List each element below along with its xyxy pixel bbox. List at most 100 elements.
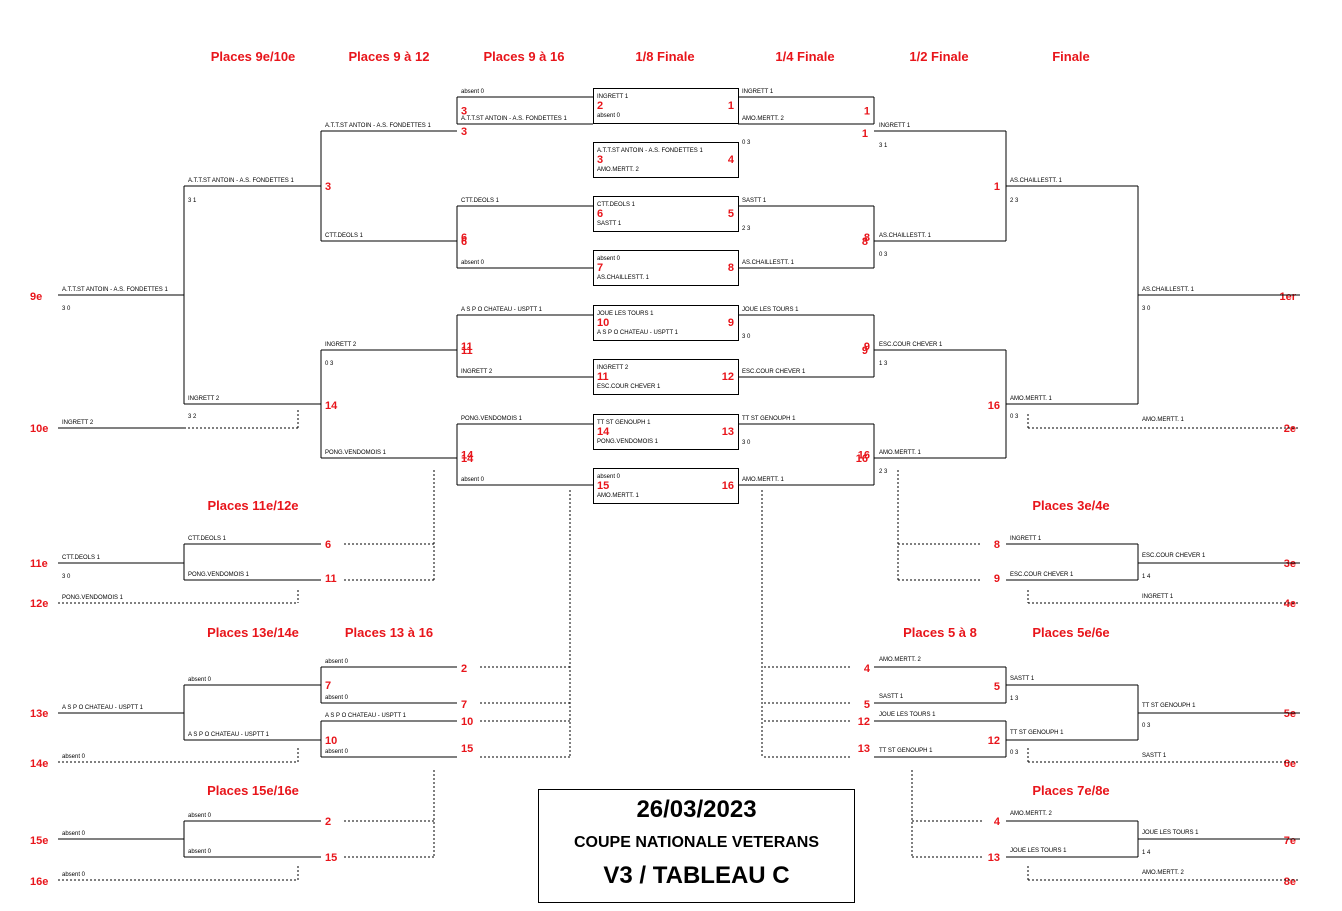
team-label-234: 2 3 (879, 469, 888, 475)
round-header-13: Places 5e/6e (1032, 625, 1109, 640)
team-label-305: JOUE LES TOURS 1 (1010, 848, 1067, 854)
seed-number-26: 4e (1284, 598, 1296, 610)
seed-number-21: 15e (30, 835, 48, 847)
seed-number-149: 7 (461, 699, 467, 711)
team-label-254: INGRETT 1 (1010, 536, 1042, 542)
seed-number-282: 12 (988, 735, 1000, 747)
team-label-80: CTT.DEOLS 1 (461, 198, 500, 204)
seed-number-274: 5 (994, 681, 1000, 693)
team-label-43: SASTT 1 (597, 221, 622, 227)
team-label-117: INGRETT 2 (188, 396, 220, 402)
team-label-247: 3 0 (1142, 306, 1151, 312)
team-label-121: A.T.T.ST ANTOIN - A.S. FONDETTES 1 (62, 287, 168, 293)
seed-number-22: 16e (30, 876, 48, 888)
team-label-57: INGRETT 2 (597, 365, 629, 371)
round-header-7: Places 11e/12e (207, 498, 298, 513)
seed-number-148: 2 (461, 663, 467, 675)
seed-number-35: 1 (728, 100, 734, 112)
team-label-199: AS.CHAILLESTT. 1 (742, 260, 795, 266)
match-box-36 (593, 142, 739, 178)
seed-number-44: 6 (597, 208, 603, 220)
seed-number-281: 13 (858, 743, 870, 755)
table-name: V3 / TABLEAU C (603, 862, 790, 889)
team-label-185: absent 0 (62, 831, 86, 837)
seed-number-19: 13e (30, 708, 48, 720)
seed-number-307: 13 (988, 852, 1000, 864)
seed-number-23: 1er (1279, 291, 1296, 303)
round-header-5: 1/2 Finale (909, 49, 968, 64)
seed-number-237: 16 (988, 400, 1000, 412)
seed-number-16: 10e (30, 423, 48, 435)
team-label-173: absent 0 (62, 754, 86, 760)
seed-number-111: 14 (461, 453, 474, 465)
team-label-92: PONG.VENDOMOIS 1 (461, 416, 523, 422)
team-label-193: AMO.MERTT. 2 (742, 116, 785, 122)
team-label-271: SASTT 1 (879, 694, 904, 700)
seed-number-206: 9 (864, 341, 870, 353)
team-label-86: A S P O CHATEAU - USPTT 1 (461, 307, 543, 313)
team-label-217: 3 0 (742, 440, 751, 446)
team-label-192: INGRETT 1 (742, 89, 774, 95)
seed-number-212: 16 (858, 450, 870, 462)
team-label-165: absent 0 (188, 677, 212, 683)
team-label-231: ESC.COUR CHEVER 1 (879, 342, 943, 348)
team-label-204: JOUE LES TOURS 1 (742, 307, 799, 313)
team-label-153: A S P O CHATEAU - USPTT 1 (325, 713, 407, 719)
team-label-221: INGRETT 1 (879, 123, 911, 129)
seed-number-18: 12e (30, 598, 48, 610)
team-label-33: absent 0 (597, 113, 621, 119)
seed-number-39: 3 (597, 154, 603, 166)
seed-number-76: 3 (461, 106, 467, 118)
seed-number-40: 4 (728, 154, 735, 166)
team-label-270: AMO.MERTT. 2 (879, 657, 922, 663)
seed-number-168: 10 (325, 735, 337, 747)
round-header-8: Places 13e/14e (207, 625, 299, 640)
seed-number-20: 14e (30, 758, 48, 770)
event-info-box: 26/03/2023 COUPE NATIONALE VETERANS V3 /… (538, 789, 855, 903)
seed-number-226: 8 (862, 236, 868, 248)
team-label-233: AMO.MERTT. 1 (879, 450, 922, 456)
seed-number-50: 8 (728, 262, 734, 274)
team-label-63: PONG.VENDOMOIS 1 (597, 439, 659, 445)
seed-number-82: 6 (461, 232, 467, 244)
seed-number-54: 10 (597, 317, 609, 329)
seed-number-60: 12 (722, 371, 734, 383)
team-label-214: 0 3 (742, 140, 751, 146)
team-label-67: absent 0 (597, 474, 621, 480)
team-label-215: 2 3 (742, 226, 751, 232)
seed-number-102: 6 (461, 236, 467, 248)
team-label-198: SASTT 1 (742, 198, 767, 204)
team-label-279: TT ST GENOUPH 1 (879, 748, 933, 754)
match-box-41 (593, 196, 739, 232)
team-label-246: AS.CHAILLESTT. 1 (1142, 287, 1195, 293)
team-label-296: TT ST GENOUPH 1 (1142, 703, 1196, 709)
event-date: 26/03/2023 (636, 796, 757, 823)
team-label-37: A.T.T.ST ANTOIN - A.S. FONDETTES 1 (597, 148, 703, 154)
team-label-52: JOUE LES TOURS 1 (597, 311, 654, 317)
team-label-87: INGRETT 2 (461, 369, 493, 375)
seed-number-17: 11e (30, 558, 48, 570)
team-label-106: INGRETT 2 (325, 342, 357, 348)
seed-number-45: 5 (728, 208, 734, 220)
team-label-222: 3 1 (879, 143, 888, 149)
round-header-11: Places 3e/4e (1032, 498, 1109, 513)
team-label-107: PONG.VENDOMOIS 1 (325, 450, 387, 456)
team-label-48: AS.CHAILLESTT. 1 (597, 275, 650, 281)
match-box-66 (593, 468, 739, 504)
team-label-131: PONG.VENDOMOIS 1 (188, 572, 250, 578)
seed-number-155: 10 (461, 716, 473, 728)
match-box-51 (593, 305, 739, 341)
team-label-312: JOUE LES TOURS 1 (1142, 830, 1199, 836)
team-label-53: A S P O CHATEAU - USPTT 1 (597, 330, 679, 336)
team-label-313: 1 4 (1142, 850, 1151, 856)
seed-number-132: 6 (325, 539, 331, 551)
team-label-142: PONG.VENDOMOIS 1 (62, 595, 124, 601)
seed-number-180: 15 (325, 852, 337, 864)
team-label-278: JOUE LES TOURS 1 (879, 712, 936, 718)
team-label-250: AMO.MERTT. 1 (1142, 417, 1185, 423)
team-label-98: A.T.T.ST ANTOIN - A.S. FONDETTES 1 (325, 123, 431, 129)
seed-number-49: 7 (597, 262, 603, 274)
team-label-99: CTT.DEOLS 1 (325, 233, 364, 239)
